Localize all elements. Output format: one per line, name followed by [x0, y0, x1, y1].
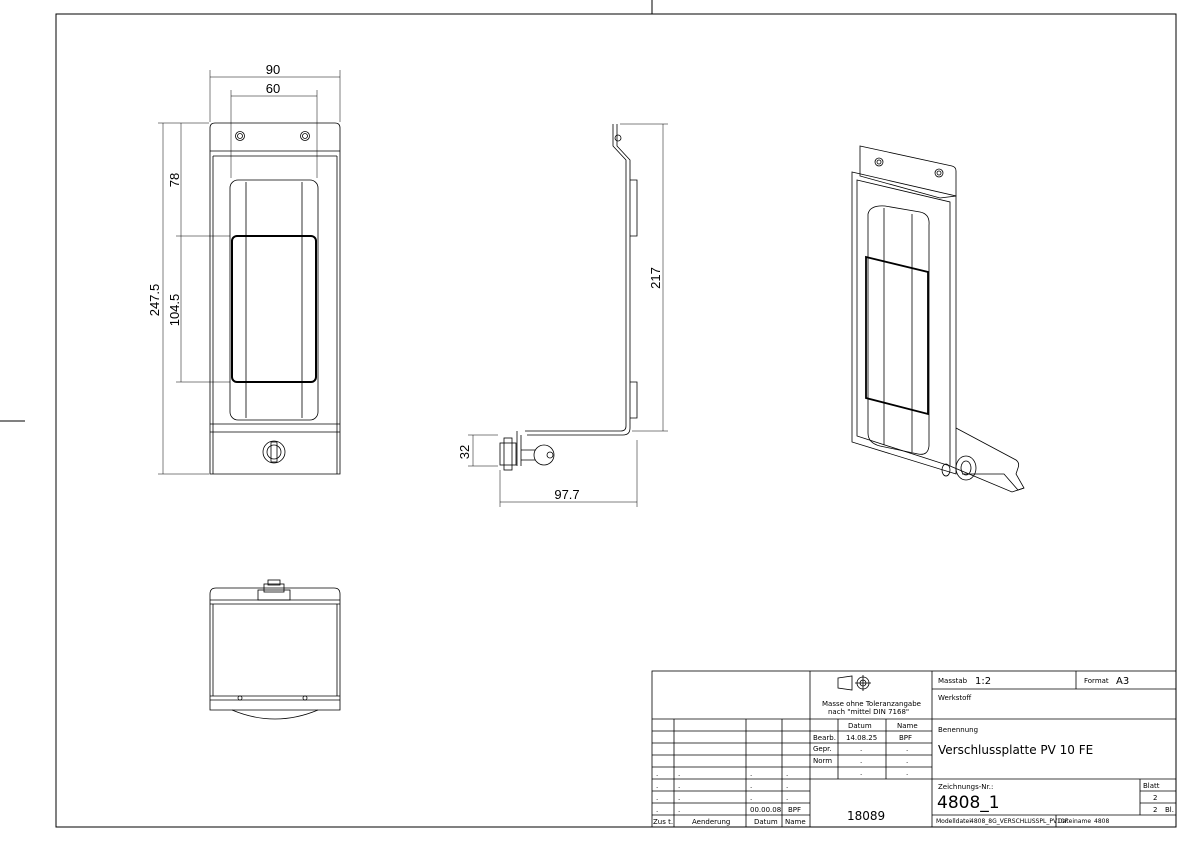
zeichnungs-label: Zeichnungs-Nr.:: [938, 783, 994, 791]
benennung-label: Benennung: [938, 726, 979, 734]
gepr-name: .: [906, 745, 909, 753]
label-zust: Zus t.: [653, 818, 674, 826]
dateiname-label: Dateiname: [1058, 818, 1092, 825]
dim-height-78: 78: [167, 173, 182, 187]
benennung-value: Verschlussplatte PV 10 FE: [938, 743, 1094, 757]
dim-width-97-7: 97.7: [554, 487, 579, 502]
norm-name: .: [906, 757, 909, 765]
dim-height-32: 32: [457, 445, 472, 459]
change-row-name: BPF: [788, 806, 802, 814]
sheet-frame: [0, 0, 1177, 828]
blank-name: .: [906, 769, 909, 777]
change-row-datum: .: [750, 794, 753, 802]
header-datum: Datum: [848, 722, 872, 730]
blatt-label: Blatt: [1143, 782, 1160, 790]
blatt-value: 2: [1153, 794, 1158, 802]
side-view-dimension-lines: [468, 123, 668, 507]
front-view-dimension-lines: [158, 70, 341, 475]
change-row-datum: 00.00.08: [750, 806, 782, 814]
label-aenderung: Aenderung: [692, 818, 731, 826]
bottom-view: [209, 579, 341, 720]
label-datum: Datum: [754, 818, 778, 826]
change-row-text: .: [678, 794, 681, 802]
drawing-reference-number: 18089: [847, 809, 886, 823]
norm-datum: .: [860, 757, 863, 765]
change-row-name: .: [786, 770, 789, 778]
bearb-name: BPF: [899, 734, 913, 742]
title-block-grid: [651, 670, 1177, 828]
projection-symbol-icon: [837, 675, 871, 691]
front-view: [209, 122, 341, 475]
change-row-datum: .: [750, 770, 753, 778]
blatt-bl: Bl.: [1165, 806, 1174, 814]
format-value: A3: [1116, 676, 1130, 687]
change-row-name: .: [786, 782, 789, 790]
dim-height-247-5: 247.5: [147, 284, 162, 317]
change-row-mark: .: [656, 782, 659, 790]
row-bearb: Bearb.: [813, 734, 836, 742]
dateiname-value: 4808: [1094, 818, 1110, 825]
dim-width-60: 60: [266, 81, 280, 96]
header-name: Name: [897, 722, 918, 730]
blatt-total: 2: [1153, 806, 1158, 814]
gepr-datum: .: [860, 745, 863, 753]
tolerance-note-line2: nach "mittel DIN 7168": [828, 708, 910, 716]
modelldatei-value: 4808_8G_VERSCHLUSSPL_PV10F: [970, 818, 1069, 825]
bearb-datum: 14.08.25: [846, 734, 878, 742]
change-row-mark: .: [656, 770, 659, 778]
blank-datum: .: [860, 769, 863, 777]
dim-height-217: 217: [648, 267, 663, 289]
row-gepr: Gepr.: [813, 745, 832, 753]
isometric-view: [851, 145, 1025, 493]
zeichnungs-value: 4808_1: [937, 793, 1000, 813]
format-label: Format: [1084, 677, 1109, 685]
label-name: Name: [785, 818, 806, 826]
massstab-value: 1:2: [975, 676, 992, 687]
werkstoff-label: Werkstoff: [938, 694, 972, 702]
change-row-mark: .: [656, 806, 659, 814]
modelldatei-label: Modelldatei: [936, 818, 971, 825]
change-row-text: .: [678, 770, 681, 778]
change-row-mark: .: [656, 794, 659, 802]
dim-height-104-5: 104.5: [167, 294, 182, 327]
change-row-name: .: [786, 794, 789, 802]
massstab-label: Masstab: [938, 677, 968, 685]
tolerance-note-line1: Masse ohne Toleranzangabe: [822, 700, 921, 708]
change-row-text: .: [678, 806, 681, 814]
change-row-datum: .: [750, 782, 753, 790]
row-norm: Norm: [813, 757, 833, 765]
side-view: [499, 124, 638, 471]
change-row-text: .: [678, 782, 681, 790]
dim-width-90: 90: [266, 62, 280, 77]
